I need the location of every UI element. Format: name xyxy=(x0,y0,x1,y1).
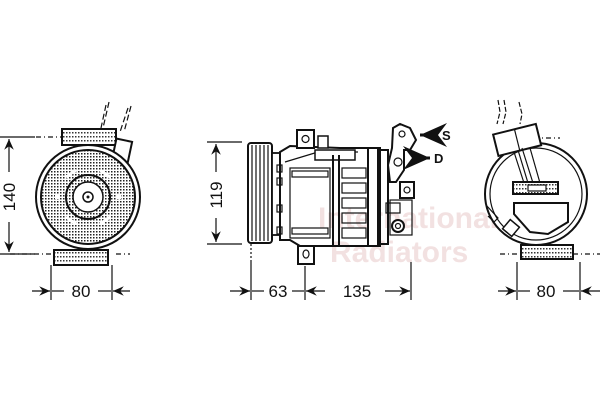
suction-port-label: S xyxy=(442,128,451,143)
dim-80-front: 80 xyxy=(72,282,91,301)
dim-135: 135 xyxy=(343,282,371,301)
side-dim-height: 119 xyxy=(207,141,242,245)
port-labels: S D xyxy=(403,123,451,170)
discharge-port-label: D xyxy=(434,151,443,166)
dim-119: 119 xyxy=(207,181,226,208)
front-dim-width: 80 xyxy=(32,265,130,301)
side-view xyxy=(247,122,418,265)
watermark-line2: Radiators xyxy=(330,236,468,269)
rear-dim-width: 80 xyxy=(498,262,600,301)
side-dim-length: 63 135 xyxy=(230,262,412,301)
watermark-line1: International xyxy=(318,202,498,235)
watermark: International Radiators xyxy=(318,202,498,269)
dim-63: 63 xyxy=(269,282,288,301)
dim-80-rear: 80 xyxy=(537,282,556,301)
dim-140: 140 xyxy=(0,183,19,211)
front-dim-height: 140 xyxy=(0,136,35,255)
rear-view xyxy=(484,99,600,260)
front-view xyxy=(10,101,141,266)
